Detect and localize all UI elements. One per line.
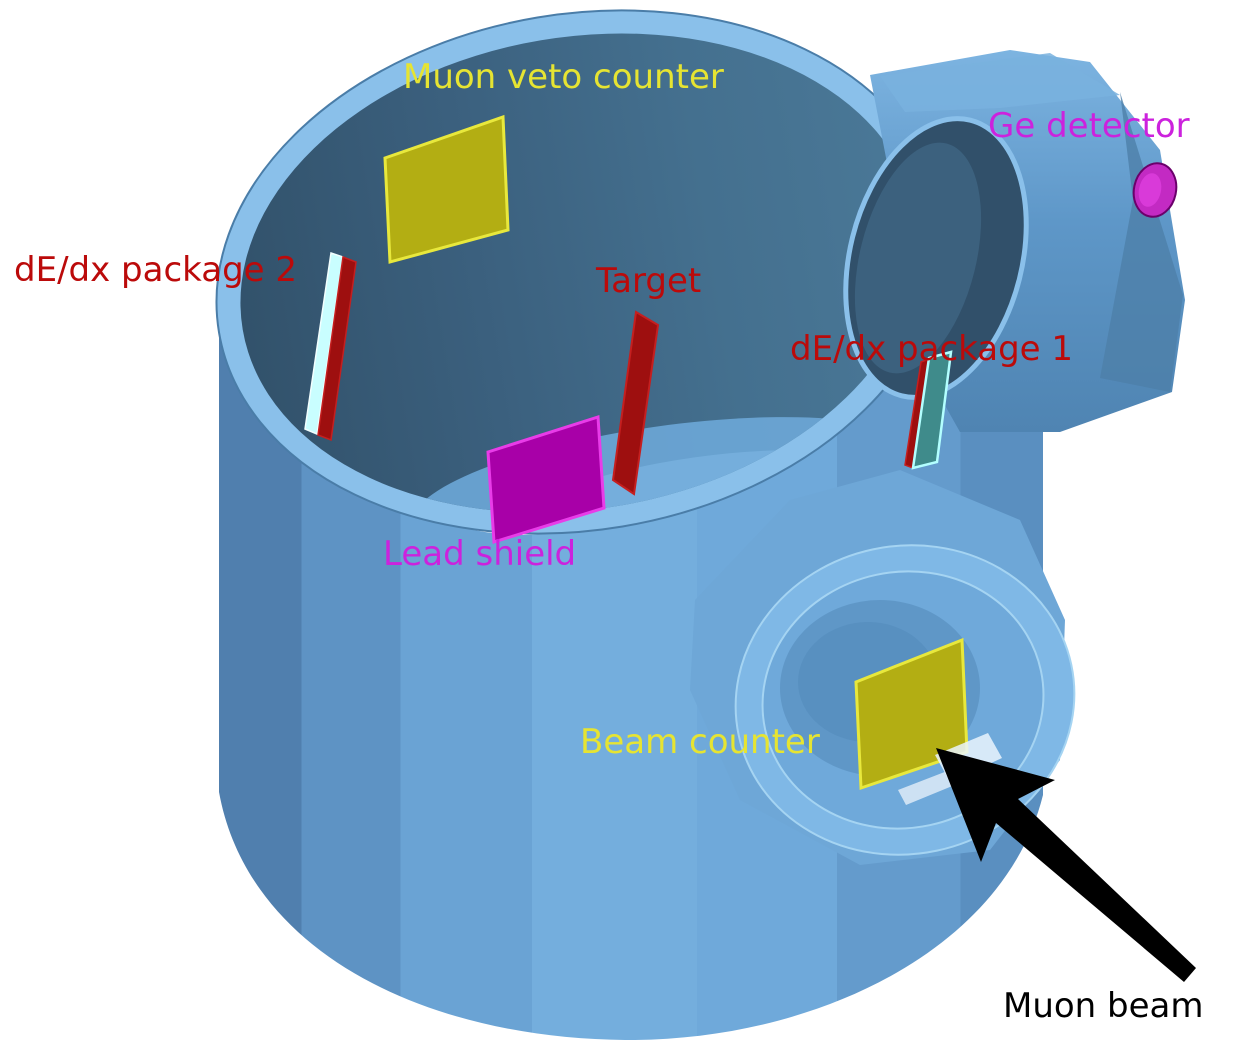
label-ge-detector: Ge detector	[988, 106, 1190, 146]
dedx-package-2-red-panel	[317, 255, 357, 442]
target-panel	[611, 310, 660, 496]
ge-port-tube-top-facet	[880, 53, 1120, 112]
beam-port-glare-2	[898, 768, 962, 805]
lead-shield-panel	[486, 414, 606, 544]
dedx-package-1-panel	[911, 350, 953, 470]
muon-veto-panel	[383, 114, 510, 264]
label-beam-counter: Beam counter	[580, 722, 820, 762]
label-dedx-package-1: dE/dx package 1	[790, 329, 1073, 369]
dedx-package-2-cyan-panel	[304, 252, 344, 436]
ge-port-tube-end-facet	[1100, 92, 1183, 392]
ge-port-hole-inner-shade	[854, 142, 982, 374]
muon-beam-arrow	[936, 748, 1196, 982]
label-target: Target	[595, 261, 701, 301]
label-muon-veto-counter: Muon veto counter	[403, 57, 724, 97]
label-dedx-package-2: dE/dx package 2	[14, 250, 297, 290]
label-lead-shield: Lead shield	[383, 534, 576, 574]
ge-detector-crystal-face	[1138, 173, 1162, 207]
label-muon-beam: Muon beam	[1003, 986, 1204, 1026]
